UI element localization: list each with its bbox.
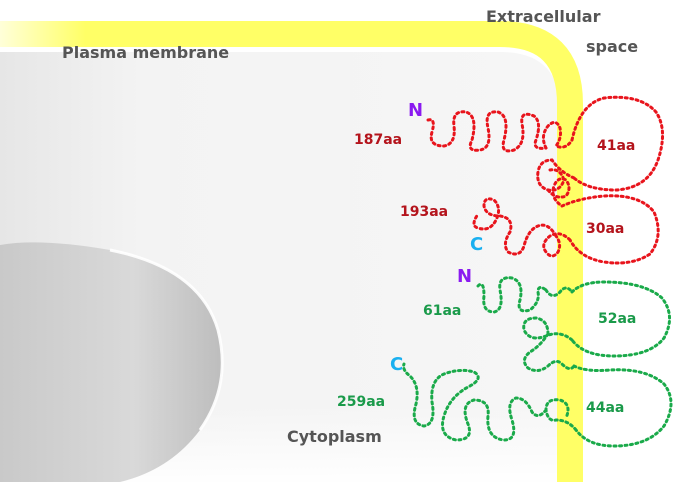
green-c-terminus: C bbox=[390, 354, 403, 375]
green-n-tail-length: 61aa bbox=[423, 303, 461, 319]
green-tm2 bbox=[522, 316, 574, 342]
green-c-tail-length: 259aa bbox=[337, 394, 385, 410]
plasma-membrane bbox=[0, 21, 583, 482]
red-tm1 bbox=[541, 121, 574, 150]
red-c-terminus: C bbox=[470, 234, 483, 255]
green-tm1 bbox=[544, 286, 574, 297]
green-c-tail bbox=[402, 362, 548, 442]
green-loop2-length: 44aa bbox=[586, 400, 624, 416]
cytoplasm-label: Cytoplasm bbox=[287, 427, 382, 446]
extracellular-label-line2: space bbox=[586, 37, 638, 56]
green-loop1-length: 52aa bbox=[598, 311, 636, 327]
red-tm3 bbox=[546, 177, 571, 208]
green-n-terminus: N bbox=[457, 266, 472, 287]
green-loop2 bbox=[572, 364, 673, 448]
plasma-membrane-label: Plasma membrane bbox=[62, 43, 229, 62]
green-loop1 bbox=[570, 280, 671, 358]
red-c-tail bbox=[472, 197, 558, 256]
red-n-tail bbox=[426, 110, 548, 153]
red-loop1-length: 41aa bbox=[597, 138, 635, 154]
green-tm3 bbox=[523, 332, 576, 373]
red-c-tail-length: 193aa bbox=[400, 204, 448, 220]
red-loop2 bbox=[560, 194, 660, 265]
extracellular-label-line1: Extracellular bbox=[486, 7, 601, 26]
nucleus bbox=[0, 242, 224, 482]
protein-green bbox=[402, 276, 673, 448]
protein-red bbox=[426, 95, 664, 265]
red-loop1 bbox=[570, 95, 664, 192]
red-n-terminus: N bbox=[408, 100, 423, 121]
green-n-tail bbox=[476, 276, 548, 314]
red-n-tail-length: 187aa bbox=[354, 132, 402, 148]
red-loop2-length: 30aa bbox=[586, 221, 624, 237]
